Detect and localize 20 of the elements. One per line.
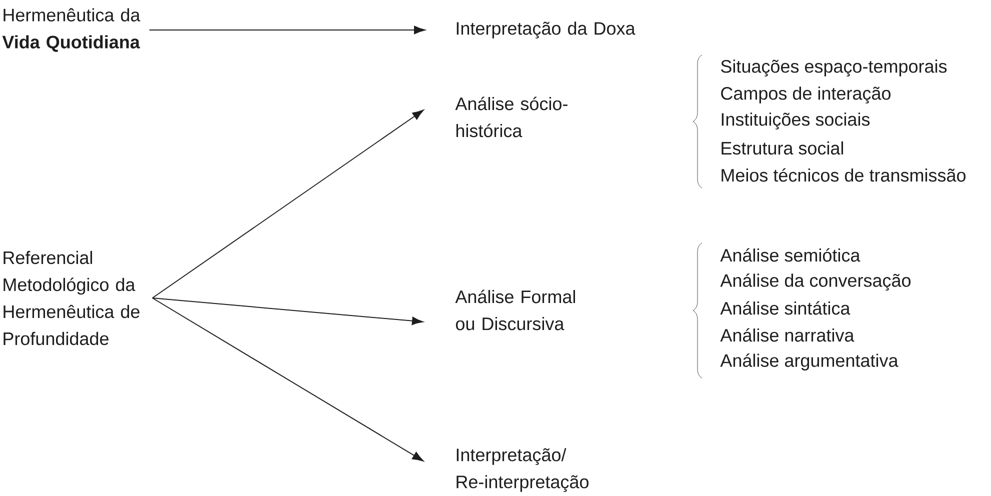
node-text: Referencial Metodológico da Hermenêutica de Profundidade xyxy=(4,250,140,346)
node-text: Análise sócio-histórica xyxy=(455,96,568,138)
list-item: Instituições sociais xyxy=(722,112,870,130)
node-text: Interpretação da Doxa xyxy=(456,22,636,38)
list-item: Campos de interação xyxy=(721,86,890,104)
node-text: Análise Formal ou Discursiva xyxy=(455,290,576,330)
list-item: Meios técnicos de transmissão xyxy=(722,168,966,182)
list-item: Estrutura social xyxy=(722,141,844,155)
arrow xyxy=(152,110,424,298)
arrow xyxy=(152,298,424,462)
list-item: Análise argumentativa xyxy=(720,354,898,370)
list-item: Análise narrativa xyxy=(720,328,854,342)
list-item: Análise da conversação xyxy=(720,273,911,291)
node-text: Hermenêutica da Vida Quotidiana xyxy=(2,8,140,52)
list-item: Análise semiótica xyxy=(720,248,860,262)
arrow xyxy=(152,298,424,326)
node-text: Interpretação/ Re-interpretação xyxy=(456,448,588,492)
list-item: Análise sintática xyxy=(720,301,850,315)
arrow xyxy=(148,26,426,34)
list-item: Situações espaço-temporais xyxy=(721,60,947,76)
